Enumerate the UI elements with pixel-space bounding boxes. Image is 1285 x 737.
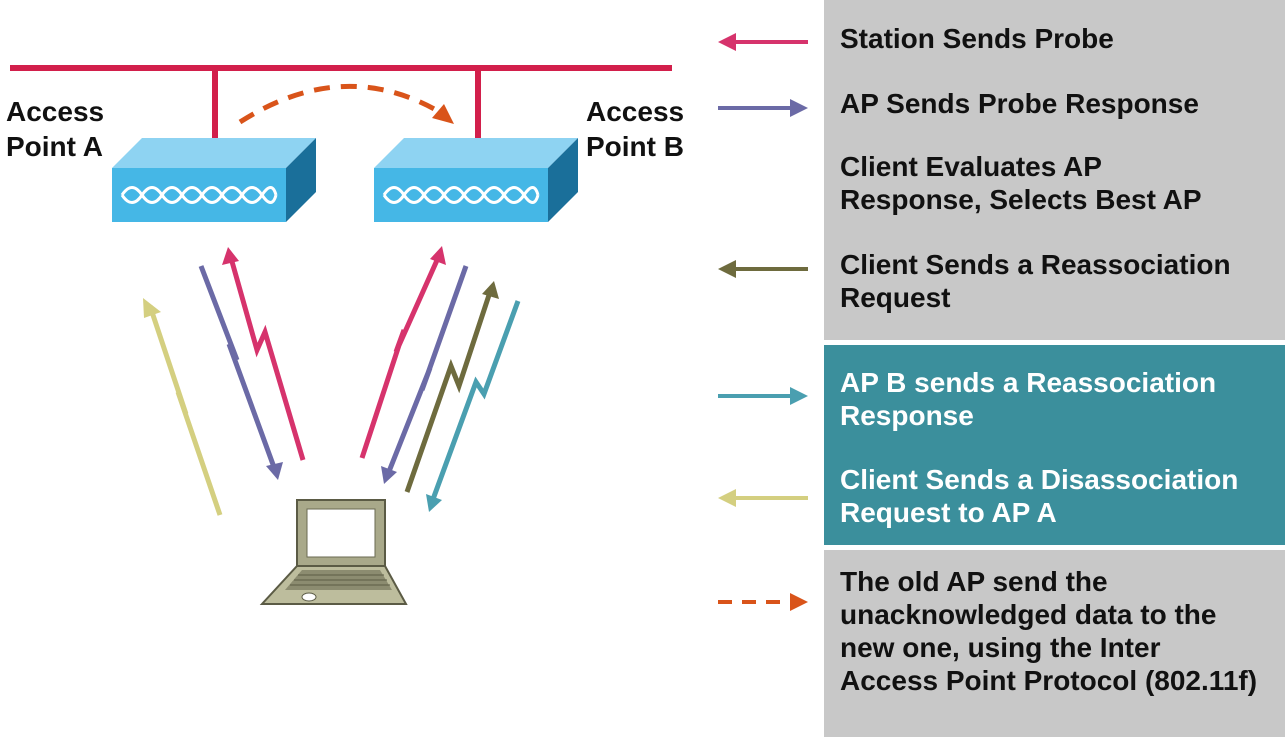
legend-panel-iapp	[824, 550, 1285, 737]
signal-disassociation-arrowhead	[143, 298, 161, 318]
signal-disassociation-request	[147, 305, 223, 516]
access-point-b-icon	[374, 138, 578, 222]
signal-probe-a	[228, 257, 306, 461]
signal-probe-response-b	[385, 265, 469, 475]
iapp-dashed-arrow	[238, 83, 445, 125]
legend-step-4: Client Sends a Reassociation Request	[840, 249, 1231, 313]
legend-step-5: AP B sends a Reassociation Response	[840, 367, 1217, 431]
legend-step-2: AP Sends Probe Response	[840, 88, 1199, 119]
legend-arrow-reassociation-request-head	[718, 260, 736, 278]
legend-arrow-probe-response-head	[790, 99, 808, 117]
legend-step-3: Client Evaluates AP Response, Selects Be…	[840, 151, 1202, 215]
signal-probe-response-a-arrowhead	[266, 462, 283, 480]
signal-probe-response-b-arrowhead	[381, 466, 397, 484]
legend-arrow-probe-head	[718, 33, 736, 51]
signal-probe-b	[359, 256, 441, 459]
signal-probe-response-a	[198, 265, 278, 471]
signal-probe-b-arrowhead	[430, 246, 446, 265]
legend-panel-reassociation	[824, 345, 1285, 545]
signal-reassociation-request	[404, 291, 493, 493]
access-point-b-label: Access Point B	[586, 96, 685, 162]
access-point-a-icon	[112, 138, 316, 222]
laptop-icon	[259, 499, 408, 605]
legend-step-7: The old AP send the unacknowledged data …	[840, 566, 1258, 696]
iapp-arrowhead	[432, 104, 454, 124]
signal-reassociation-response-arrowhead	[426, 494, 442, 512]
legend-arrow-reassociation-response-head	[790, 387, 808, 405]
legend-arrow-disassociation-head	[718, 489, 736, 507]
legend-arrows	[718, 33, 808, 611]
legend-panel-discovery	[824, 0, 1285, 340]
signal-probe-a-arrowhead	[222, 247, 239, 265]
legend-arrow-iapp-head	[790, 593, 808, 611]
signal-reassociation-request-arrowhead	[482, 281, 499, 299]
signal-reassociation-response	[429, 300, 521, 503]
legend-step-6: Client Sends a Disassociation Request to…	[840, 464, 1239, 528]
access-point-a-label: Access Point A	[6, 96, 105, 162]
legend-step-1: Station Sends Probe	[840, 23, 1114, 54]
